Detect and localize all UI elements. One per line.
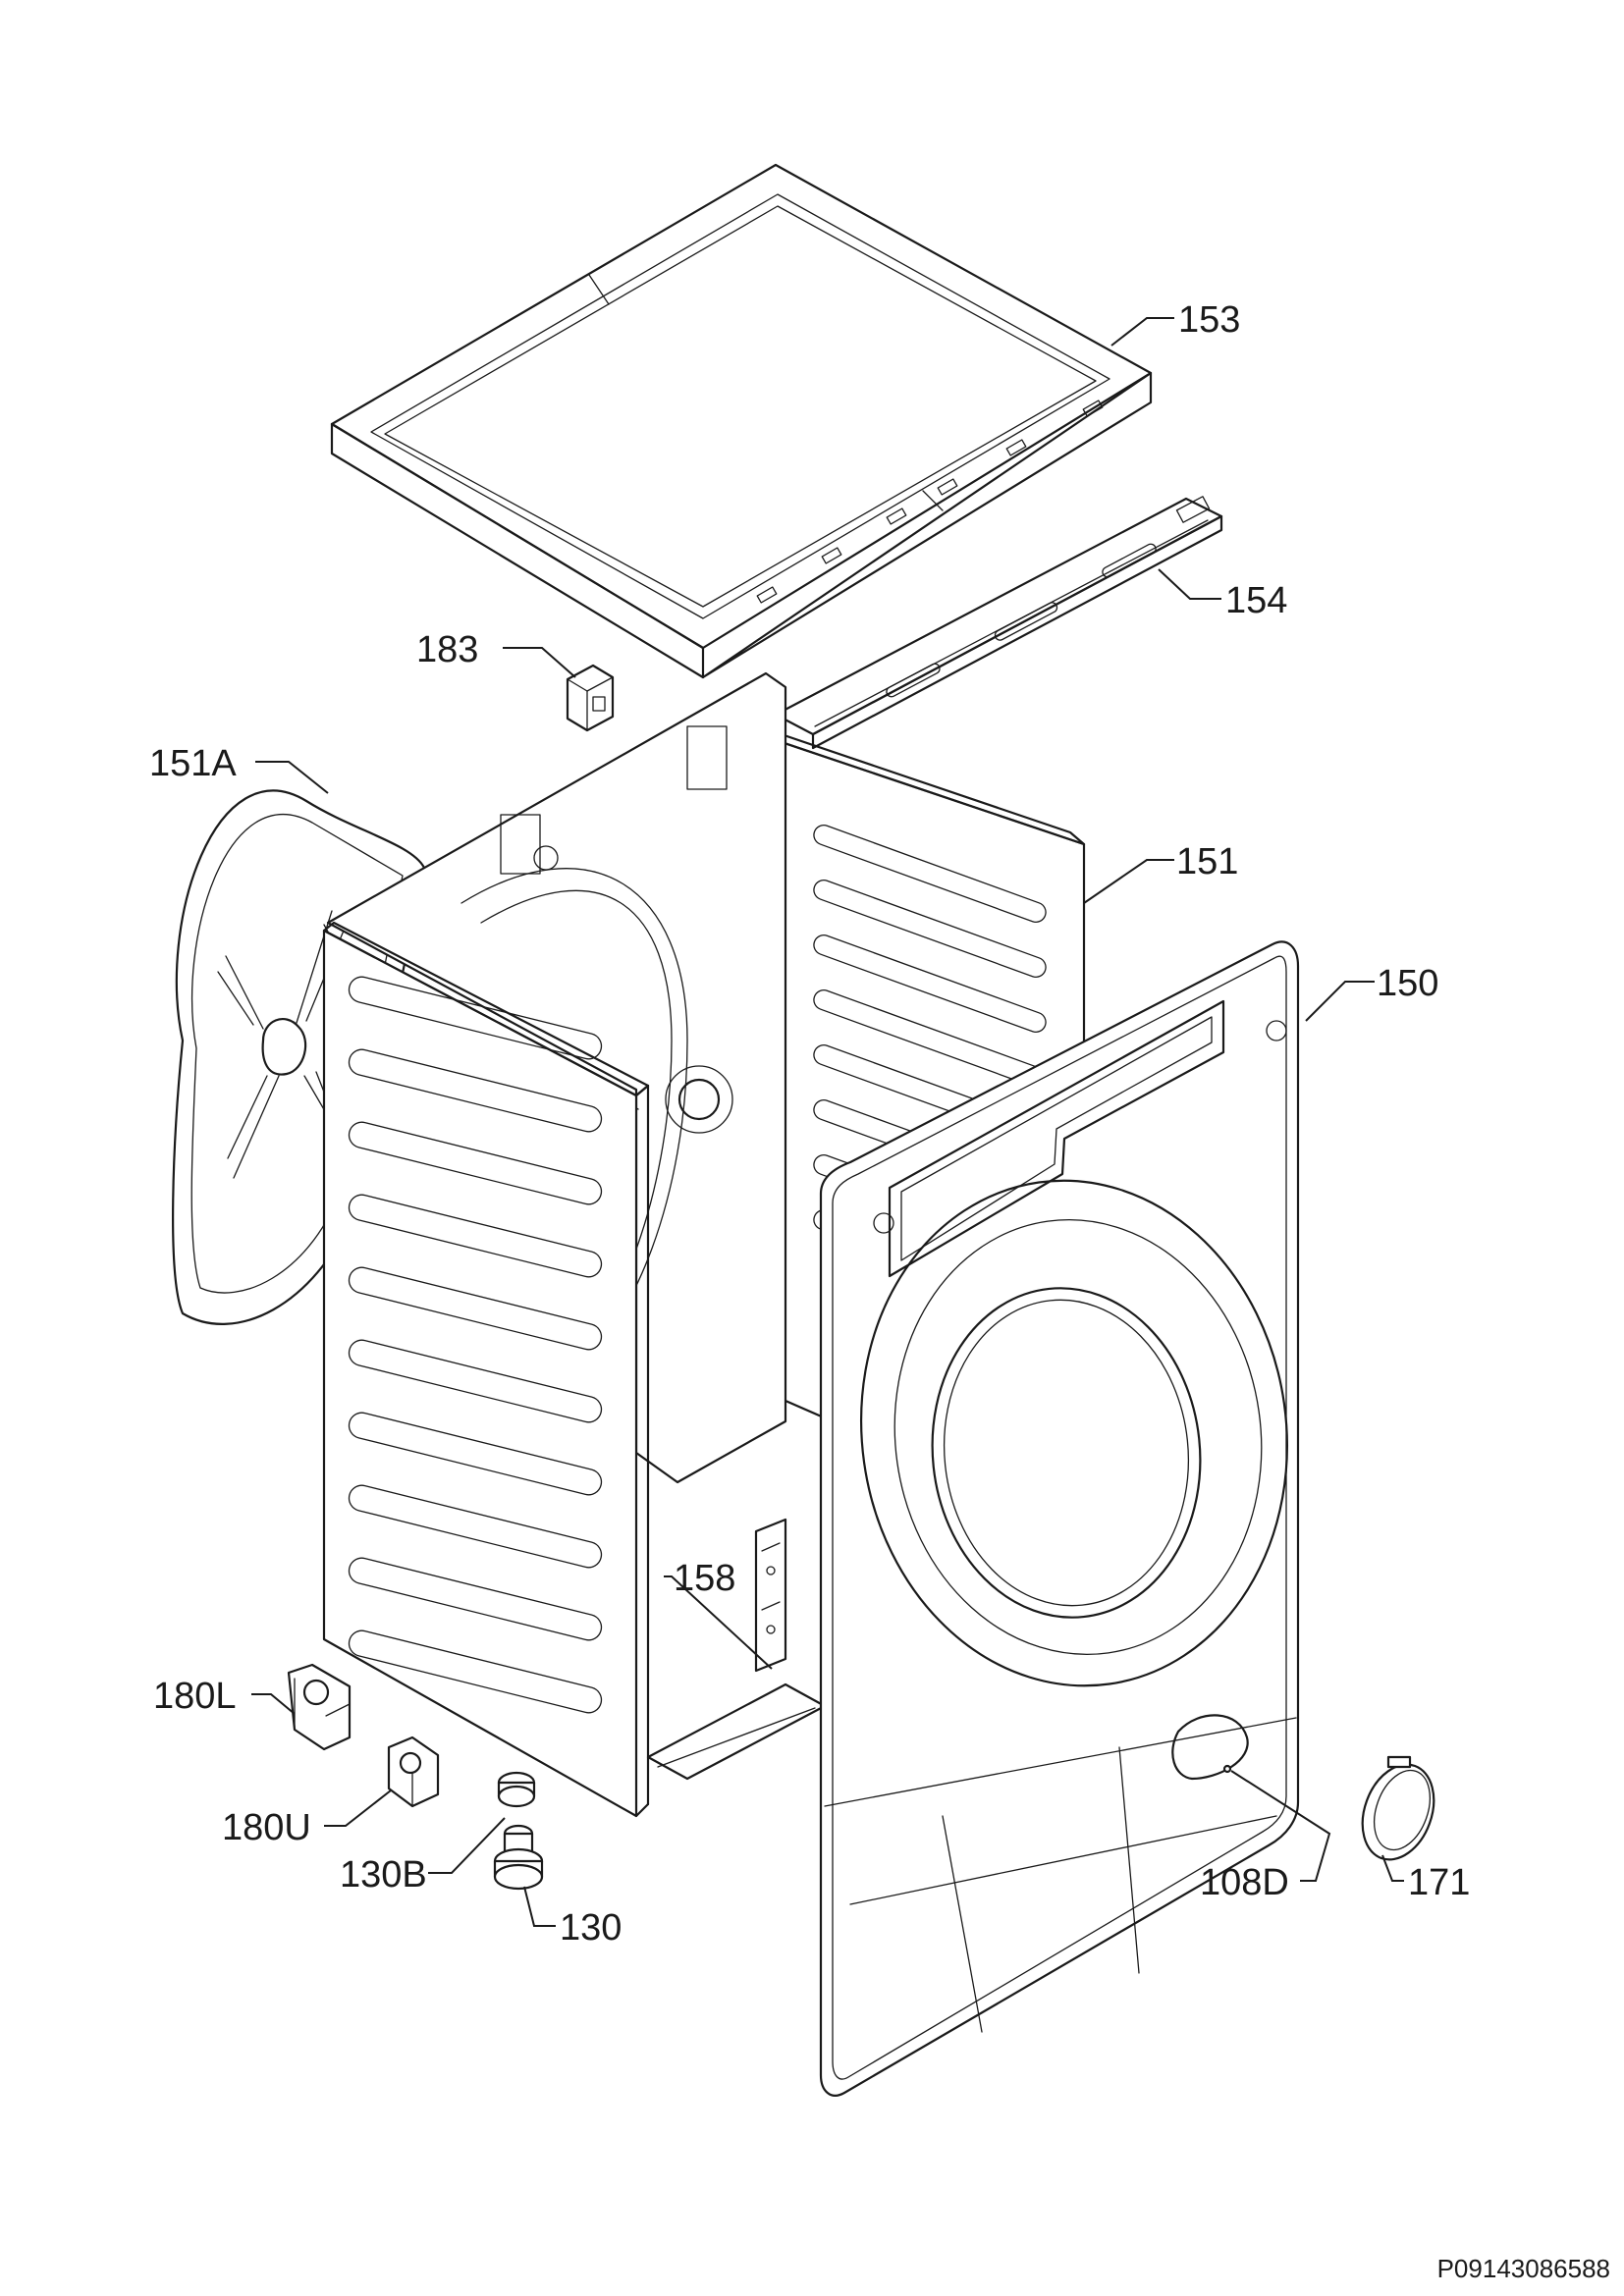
callout-151: 151 [1176, 841, 1238, 882]
leader-lines [251, 317, 1404, 1927]
callout-158: 158 [674, 1558, 735, 1599]
part-180L-foot-bracket[interactable] [287, 1663, 352, 1751]
part-154-top-crossbar[interactable] [774, 496, 1223, 750]
callout-130B: 130B [340, 1854, 427, 1896]
callout-183: 183 [416, 629, 478, 670]
callout-108D: 108D [1200, 1862, 1289, 1903]
callout-151A: 151A [149, 743, 237, 784]
part-180U-foot-bracket[interactable] [387, 1735, 440, 1808]
part-153-top-lid[interactable] [330, 163, 1153, 679]
part-130B-foot-nut[interactable] [497, 1771, 536, 1808]
callout-154: 154 [1225, 580, 1287, 621]
part-171-cap[interactable] [1350, 1754, 1446, 1869]
drawing-code: P09143086588 [1437, 2254, 1610, 2283]
callout-180U: 180U [222, 1807, 311, 1848]
callout-150: 150 [1377, 963, 1438, 1004]
base-frame [646, 1682, 827, 1781]
part-130-foot[interactable] [493, 1824, 544, 1891]
callout-153: 153 [1178, 299, 1240, 341]
part-183-clip[interactable] [566, 664, 615, 732]
callout-171: 171 [1408, 1862, 1470, 1903]
callout-130: 130 [560, 1907, 622, 1949]
part-150-front-panel[interactable] [819, 940, 1320, 2097]
part-108D-screw[interactable] [1222, 1764, 1232, 1774]
left-side-panel [322, 921, 650, 1818]
callout-180L: 180L [153, 1676, 237, 1717]
part-158-bracket[interactable] [754, 1518, 787, 1673]
